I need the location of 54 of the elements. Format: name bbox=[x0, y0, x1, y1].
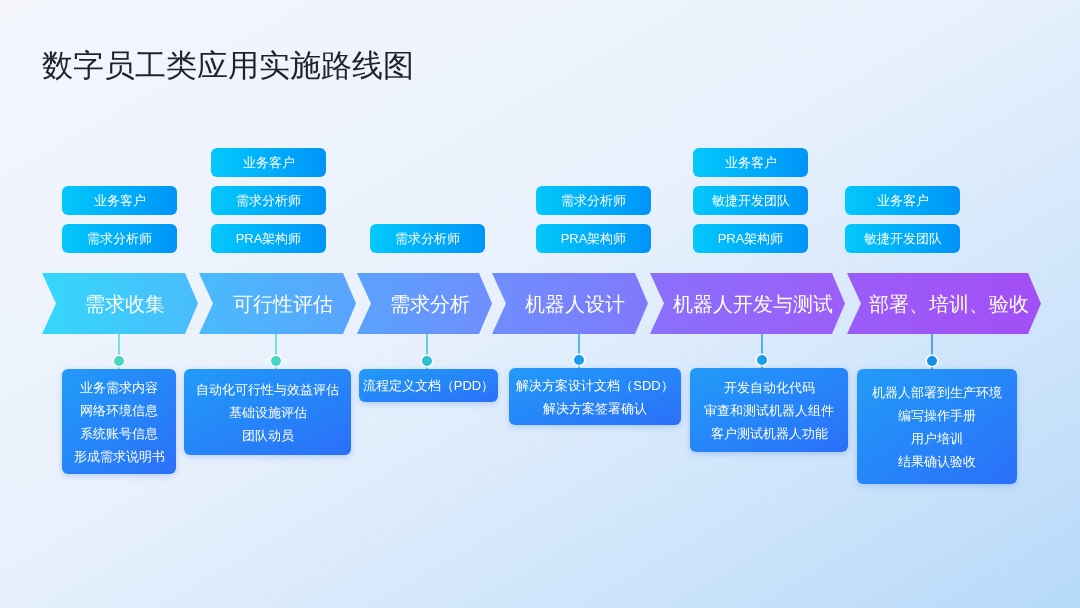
role-tag: 需求分析师 bbox=[211, 186, 326, 215]
detail-item: 用户培训 bbox=[911, 429, 963, 448]
role-tag: 敏捷开发团队 bbox=[845, 224, 960, 253]
detail-item: 客户测试机器人功能 bbox=[710, 424, 828, 443]
detail-box bbox=[62, 369, 176, 474]
connector-line bbox=[572, 333, 586, 369]
detail-item: 编写操作手册 bbox=[898, 406, 976, 425]
role-tag: 敏捷开发团队 bbox=[693, 186, 808, 215]
detail-item: 基础设施评估 bbox=[228, 403, 307, 422]
connector-line bbox=[112, 333, 126, 370]
stage-label: 可行性评估 bbox=[232, 291, 333, 317]
detail-box bbox=[509, 368, 681, 425]
stage-label: 需求收集 bbox=[85, 291, 165, 317]
process-step bbox=[492, 273, 648, 334]
role-tag: PRA架构师 bbox=[211, 224, 326, 253]
detail-item: 结果确认验收 bbox=[898, 452, 976, 471]
connector-line bbox=[925, 333, 939, 370]
role-tag: 业务客户 bbox=[211, 148, 326, 177]
process-step bbox=[199, 273, 356, 334]
detail-box bbox=[857, 369, 1017, 484]
role-tag: 业务客户 bbox=[693, 148, 808, 177]
role-tag: 业务客户 bbox=[62, 186, 177, 215]
detail-item: 审查和测试机器人组件 bbox=[704, 401, 834, 420]
detail-item: 网络环境信息 bbox=[80, 401, 158, 420]
detail-item: 流程定义文档（PDD） bbox=[362, 377, 495, 395]
detail-box bbox=[359, 369, 498, 402]
process-step bbox=[650, 273, 845, 334]
detail-box bbox=[690, 368, 848, 452]
process-step bbox=[42, 273, 198, 334]
connector-line bbox=[420, 333, 434, 370]
detail-item: 开发自动化代码 bbox=[723, 378, 815, 397]
connector-line bbox=[269, 333, 283, 370]
stage-label: 机器人设计 bbox=[525, 291, 625, 317]
detail-box bbox=[184, 369, 351, 455]
detail-item: 解决方案设计文档（SDD） bbox=[516, 376, 674, 395]
role-tag: 需求分析师 bbox=[62, 224, 177, 253]
stage-label: 需求分析 bbox=[389, 291, 470, 317]
role-tag: PRA架构师 bbox=[536, 224, 651, 253]
role-tag: PRA架构师 bbox=[693, 224, 808, 253]
role-tag: 业务客户 bbox=[845, 186, 960, 215]
detail-item: 机器人部署到生产环境 bbox=[872, 383, 1002, 402]
page-title: 数字员工类应用实施路线图 bbox=[42, 47, 414, 85]
process-step bbox=[847, 273, 1041, 334]
detail-item: 解决方案签署确认 bbox=[543, 399, 647, 418]
detail-item: 形成需求说明书 bbox=[73, 447, 165, 466]
detail-item: 团队动员 bbox=[241, 426, 294, 445]
stage-label: 机器人开发与测试 bbox=[672, 291, 833, 317]
detail-item: 业务需求内容 bbox=[80, 378, 158, 397]
stage-label: 部署、培训、验收 bbox=[869, 291, 1029, 317]
detail-item: 系统账号信息 bbox=[80, 424, 158, 443]
detail-item: 自动化可行性与效益评估 bbox=[196, 380, 339, 399]
connector-line bbox=[755, 333, 769, 369]
role-tag: 需求分析师 bbox=[536, 186, 651, 215]
role-tag: 需求分析师 bbox=[370, 224, 485, 253]
